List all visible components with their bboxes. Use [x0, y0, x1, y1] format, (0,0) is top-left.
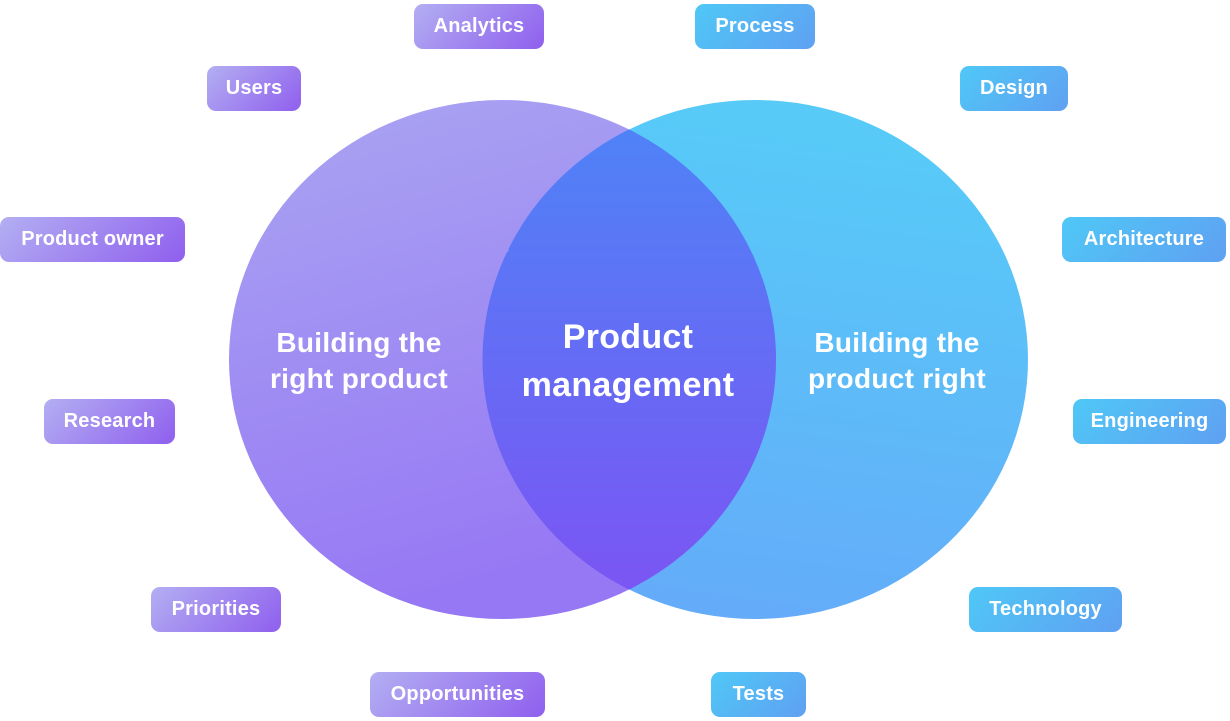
left-circle-label: Building the right product — [209, 325, 509, 397]
badge-technology: Technology — [969, 587, 1122, 632]
right-circle-label-line2: product right — [807, 363, 987, 394]
overlap-label-line2: management — [521, 366, 735, 404]
badge-opportunities: Opportunities — [370, 672, 545, 717]
right-circle-label-line1: Building the — [814, 327, 980, 358]
badge-product-owner: Product owner — [0, 217, 185, 262]
left-circle-label-line1: Building the — [276, 327, 442, 358]
left-circle-label-line2: right product — [269, 363, 449, 394]
badge-design: Design — [960, 66, 1068, 111]
overlap-label: Product management — [478, 313, 778, 409]
badge-priorities: Priorities — [151, 587, 281, 632]
badge-process: Process — [695, 4, 815, 49]
overlap-region — [482, 129, 777, 590]
overlap-label-line1: Product — [562, 318, 694, 356]
badge-architecture: Architecture — [1062, 217, 1226, 262]
right-circle-label: Building the product right — [747, 325, 1047, 397]
badge-tests: Tests — [711, 672, 806, 717]
badge-analytics: Analytics — [414, 4, 544, 49]
badge-research: Research — [44, 399, 175, 444]
badge-engineering: Engineering — [1073, 399, 1226, 444]
badge-users: Users — [207, 66, 301, 111]
